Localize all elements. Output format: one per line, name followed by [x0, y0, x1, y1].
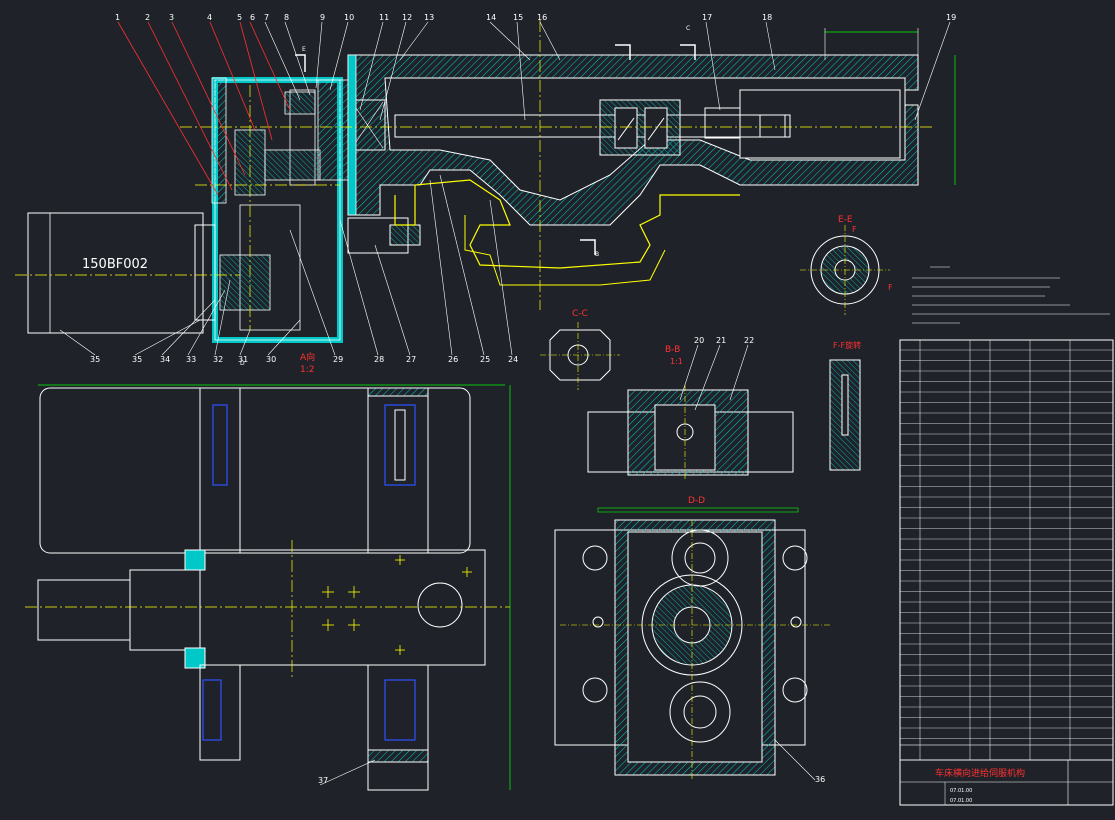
- f-marker-right: F: [888, 283, 893, 292]
- callout-29: 29: [333, 355, 343, 364]
- callout-9: 9: [320, 13, 325, 22]
- callout-12: 12: [402, 13, 412, 22]
- callout-35b: 35: [132, 355, 142, 364]
- section-ee: E-E F F: [800, 215, 893, 315]
- callout-4: 4: [207, 13, 212, 22]
- mid-callouts: 35 35 34 33 32 31 30 29 28 27 26 25 24 A…: [59, 174, 518, 375]
- callout-28: 28: [374, 355, 384, 364]
- motor-label: 150BF002: [82, 257, 148, 272]
- callout-26: 26: [448, 355, 458, 364]
- d-marker: D: [240, 360, 245, 367]
- plan-view: 37: [25, 384, 511, 791]
- e-marker: E: [302, 46, 306, 53]
- callout-33: 33: [186, 355, 196, 364]
- callout-16: 16: [537, 13, 547, 22]
- section-ff-label: F-F旋转: [833, 340, 861, 350]
- callout-34: 34: [160, 355, 170, 364]
- callout-11: 11: [379, 13, 389, 22]
- section-dd: D-D 36: [554, 496, 830, 784]
- section-cc-label: C-C: [572, 309, 588, 319]
- callout-31: 31: [238, 355, 248, 364]
- technical-notes: [912, 266, 1110, 324]
- callout-20: 20: [694, 336, 704, 345]
- callout-8: 8: [284, 13, 289, 22]
- section-ff: F-F旋转: [829, 340, 861, 471]
- callout-36: 36: [815, 775, 825, 784]
- callout-24: 24: [508, 355, 518, 364]
- callout-17: 17: [702, 13, 712, 22]
- callout-7: 7: [264, 13, 269, 22]
- section-ee-label: E-E: [838, 215, 853, 225]
- callout-19: 19: [946, 13, 956, 22]
- callout-25: 25: [480, 355, 490, 364]
- callout-numbers: 1 2 3 4 5 6 7 8 9 10 11 12 13 14 15 16 1…: [115, 13, 956, 22]
- motor: 150BF002: [15, 212, 240, 334]
- callout-5: 5: [237, 13, 242, 22]
- top-callouts: 1 2 3 4 5 6 7 8 9 10 11 12 13 14 15 16 1…: [115, 13, 956, 196]
- parts-list-table: 车床横向进给伺服机构 07.01.00 07.01.00: [899, 339, 1114, 806]
- section-dd-label: D-D: [688, 496, 705, 506]
- callout-27: 27: [406, 355, 416, 364]
- callout-10: 10: [344, 13, 354, 22]
- callout-1: 1: [115, 13, 120, 22]
- callout-6: 6: [250, 13, 255, 22]
- callout-22: 22: [744, 336, 754, 345]
- callout-18: 18: [762, 13, 772, 22]
- callout-13: 13: [424, 13, 434, 22]
- callout-35: 35: [90, 355, 100, 364]
- title-block-code-2: 07.01.00: [950, 798, 972, 804]
- callout-leaders: [117, 21, 291, 196]
- callout-21: 21: [716, 336, 726, 345]
- section-bb-scale: 1:1: [670, 357, 683, 366]
- main-section-view: C E B D: [180, 20, 956, 367]
- section-cc: C-C: [540, 309, 620, 390]
- callout-30: 30: [266, 355, 276, 364]
- c-marker: C: [686, 25, 690, 32]
- title-block-title: 车床横向进给伺服机构: [935, 767, 1025, 779]
- section-bb-label: B-B: [665, 345, 680, 355]
- callout-2: 2: [145, 13, 150, 22]
- section-bb: B-B 1:1 20 21 22: [587, 336, 794, 480]
- view-a-label: A向: [300, 351, 315, 363]
- callout-37: 37: [318, 776, 328, 785]
- title-block-code-1: 07.01.00: [950, 788, 972, 794]
- b-marker: B: [595, 251, 599, 258]
- f-marker-top: F: [852, 225, 857, 234]
- view-a-scale: 1:2: [300, 365, 314, 375]
- callout-14: 14: [486, 13, 496, 22]
- callout-32: 32: [213, 355, 223, 364]
- callout-15: 15: [513, 13, 523, 22]
- callout-3: 3: [169, 13, 174, 22]
